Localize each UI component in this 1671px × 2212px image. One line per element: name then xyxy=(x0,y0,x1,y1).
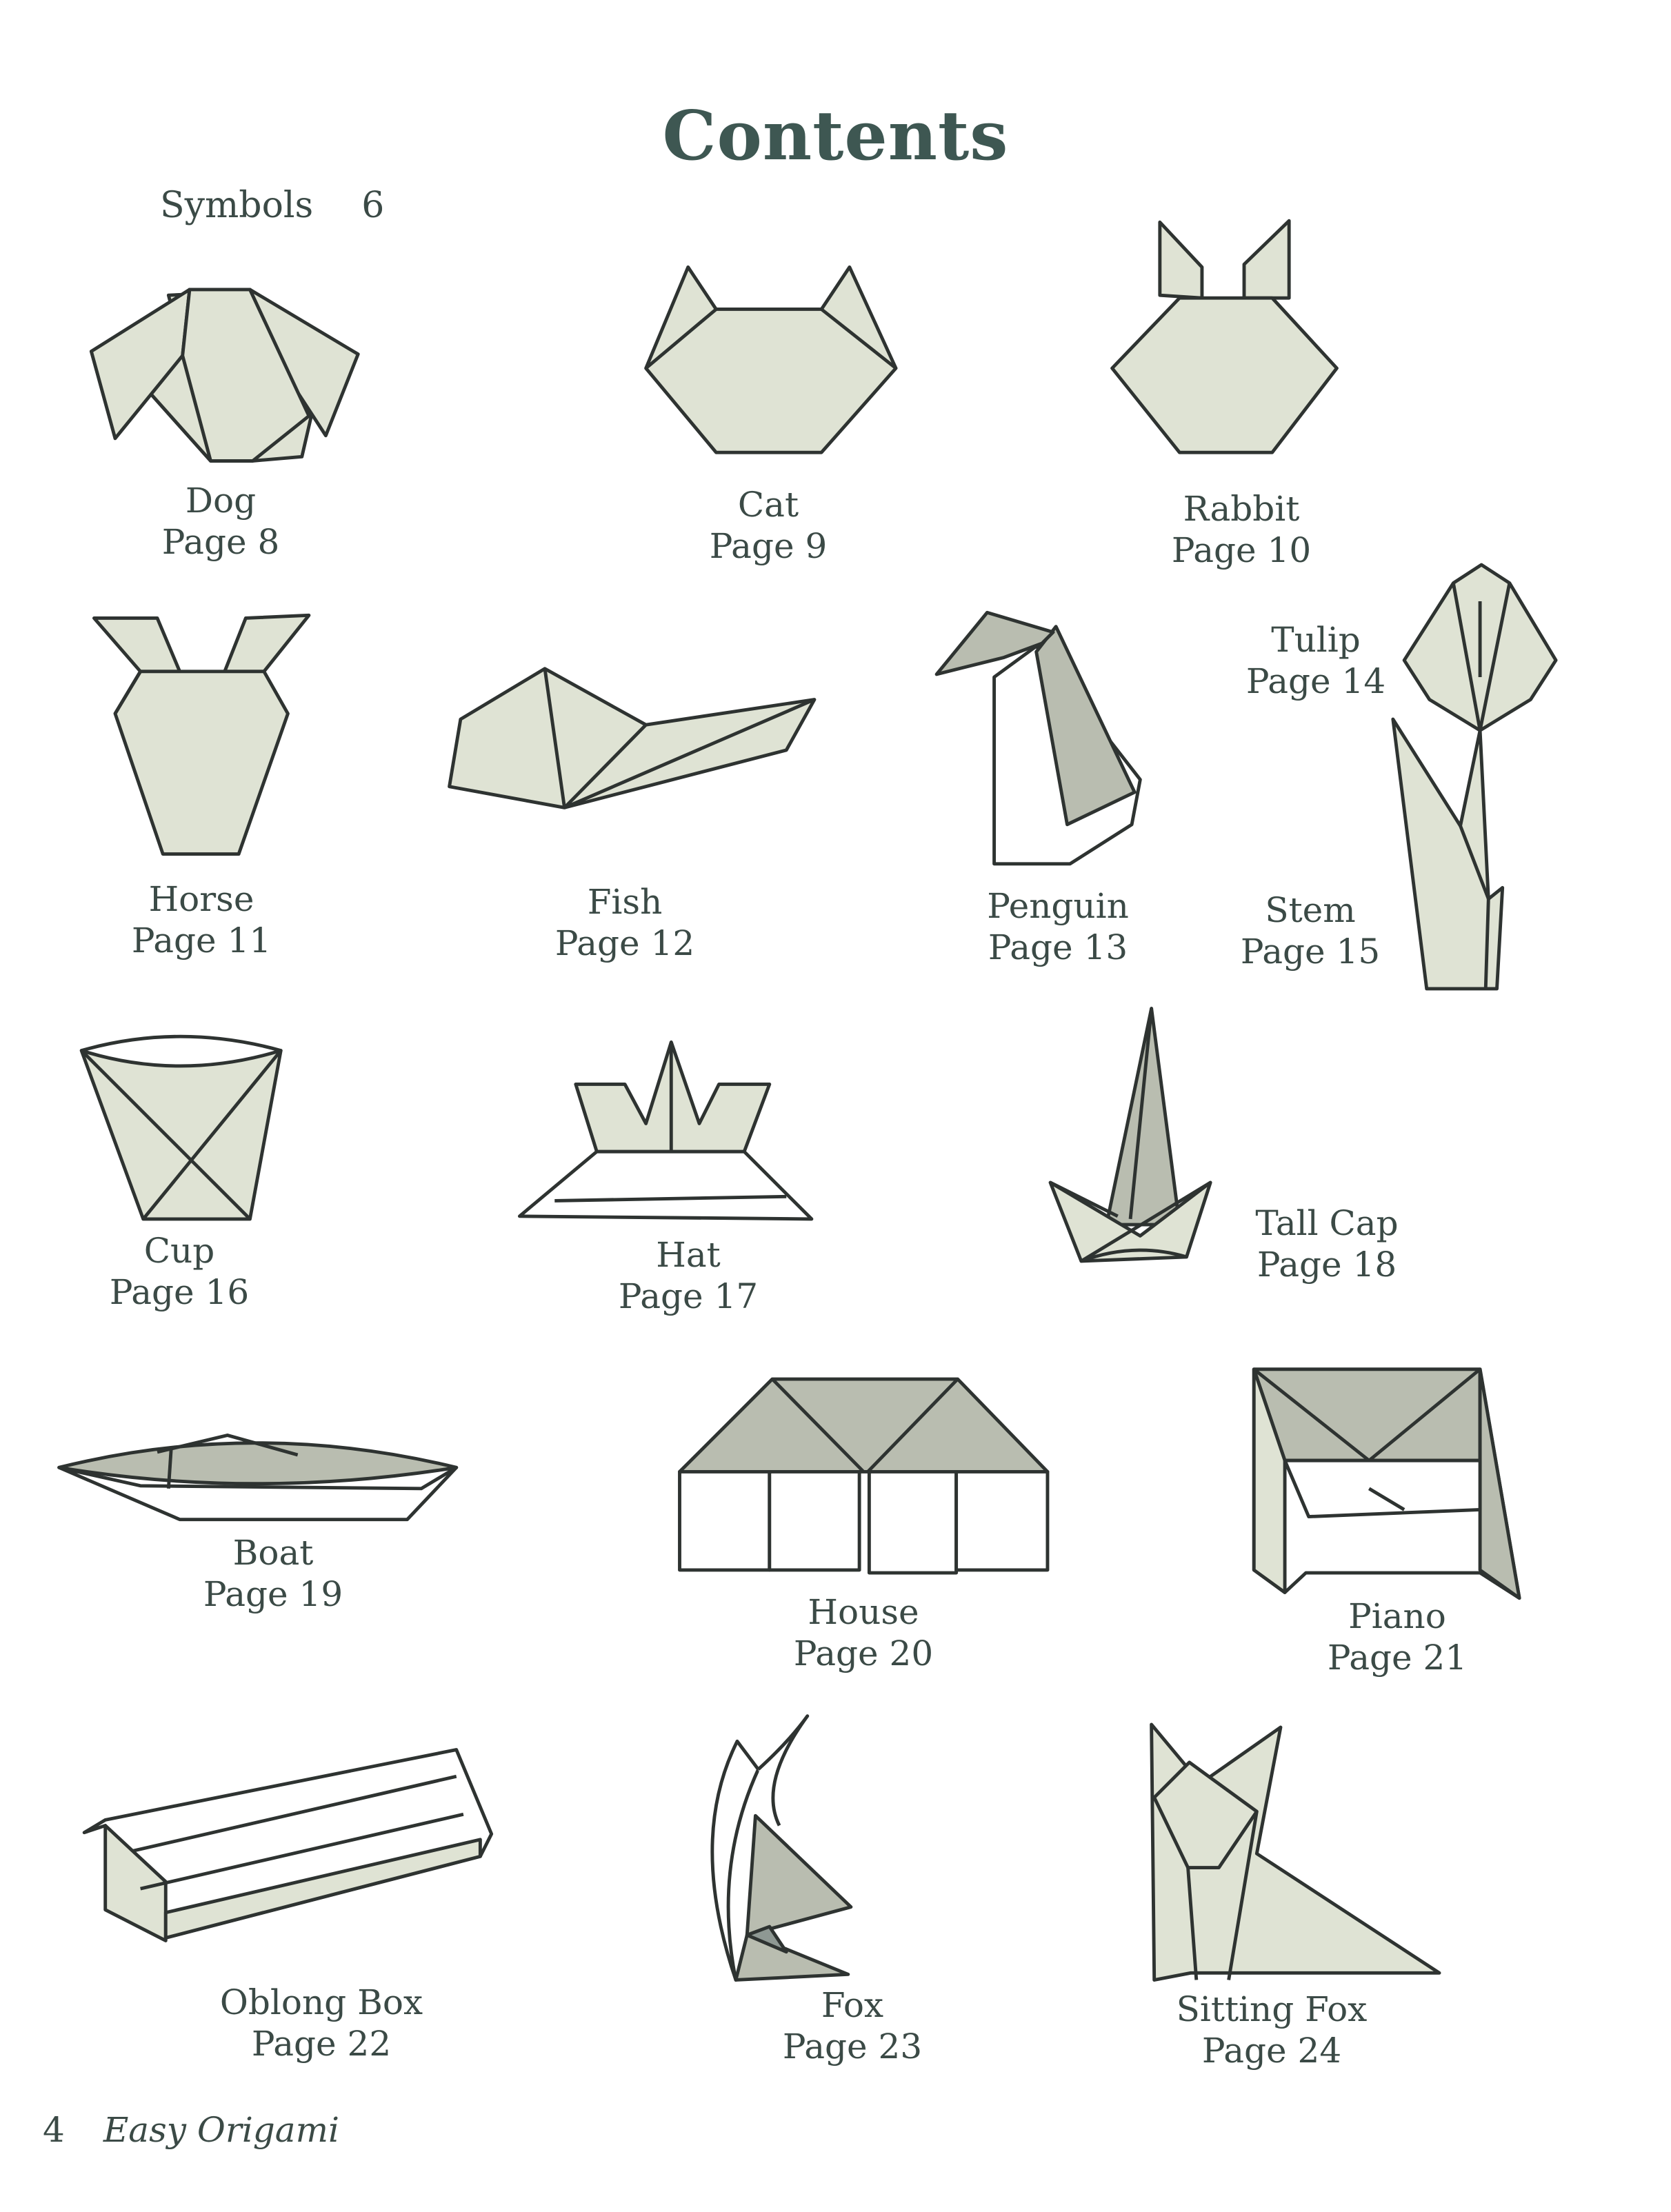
oblong-box-icon xyxy=(82,1748,494,1942)
item-name: Tulip xyxy=(1271,620,1361,660)
symbols-entry[interactable]: Symbols 6 xyxy=(160,185,384,226)
contents-item-tall-cap[interactable]: Tall Cap Page 18 xyxy=(1255,1203,1398,1285)
item-page: Page 22 xyxy=(251,2024,392,2064)
item-page: Page 19 xyxy=(203,1574,343,1614)
cat-icon xyxy=(644,265,898,454)
symbols-page: 6 xyxy=(361,185,385,226)
contents-item-penguin[interactable]: Penguin Page 13 xyxy=(987,885,1129,968)
item-name: Boat xyxy=(232,1533,314,1573)
item-page: Page 18 xyxy=(1257,1245,1397,1285)
item-page: Page 14 xyxy=(1245,661,1386,701)
item-name: Oblong Box xyxy=(219,1982,423,2022)
piano-icon xyxy=(1252,1367,1521,1600)
page-footer: 4 Easy Origami xyxy=(43,2110,339,2150)
contents-item-tulip[interactable]: Tulip Page 14 xyxy=(1246,619,1385,702)
hat-icon xyxy=(517,1040,814,1221)
item-page: Page 17 xyxy=(618,1276,759,1316)
item-page: Page 16 xyxy=(109,1272,250,1312)
item-page: Page 24 xyxy=(1201,2031,1342,2071)
item-name: Rabbit xyxy=(1183,489,1300,529)
stem-icon xyxy=(1391,717,1505,991)
horse-icon xyxy=(92,613,311,856)
contents-item-fox[interactable]: Fox Page 23 xyxy=(783,1984,922,2067)
item-name: Cup xyxy=(143,1231,215,1271)
item-name: Dog xyxy=(185,481,257,521)
contents-item-cup[interactable]: Cup Page 16 xyxy=(110,1230,249,1313)
footer-book-title: Easy Origami xyxy=(103,2110,340,2150)
contents-item-cat[interactable]: Cat Page 9 xyxy=(710,484,828,567)
item-name: Penguin xyxy=(987,886,1129,926)
item-name: Sitting Fox xyxy=(1176,1989,1368,2029)
fox-icon xyxy=(710,1714,853,1982)
penguin-icon xyxy=(934,610,1142,866)
dog-icon xyxy=(89,288,360,463)
item-page: Page 8 xyxy=(161,522,280,562)
contents-item-dog[interactable]: Dog Page 8 xyxy=(162,480,280,563)
contents-item-oblong-box[interactable]: Oblong Box Page 22 xyxy=(220,1982,423,2064)
symbols-label: Symbols xyxy=(160,185,314,226)
footer-page-number: 4 xyxy=(43,2110,65,2150)
boat-icon xyxy=(57,1434,459,1522)
item-page: Page 23 xyxy=(782,2027,923,2067)
contents-item-rabbit[interactable]: Rabbit Page 10 xyxy=(1172,488,1311,571)
item-name: House xyxy=(808,1592,919,1632)
item-name: Stem xyxy=(1265,890,1356,930)
item-page: Page 10 xyxy=(1171,530,1312,570)
contents-item-fish[interactable]: Fish Page 12 xyxy=(555,881,694,964)
contents-item-house[interactable]: House Page 20 xyxy=(794,1591,933,1674)
item-page: Page 12 xyxy=(554,923,695,963)
fish-icon xyxy=(448,667,817,810)
item-page: Page 13 xyxy=(988,927,1128,967)
item-page: Page 20 xyxy=(793,1633,934,1673)
page-title: Contents xyxy=(662,97,1009,176)
item-page: Page 15 xyxy=(1240,932,1381,972)
item-name: Horse xyxy=(148,879,254,919)
house-icon xyxy=(678,1377,1050,1575)
item-name: Fox xyxy=(821,1985,884,2025)
item-page: Page 21 xyxy=(1327,1638,1468,1678)
tulip-icon xyxy=(1402,563,1558,732)
contents-item-hat[interactable]: Hat Page 17 xyxy=(619,1234,758,1317)
item-name: Fish xyxy=(587,882,663,922)
contents-item-horse[interactable]: Horse Page 11 xyxy=(132,878,271,961)
item-page: Page 11 xyxy=(131,921,272,961)
cup-icon xyxy=(79,1034,283,1221)
rabbit-icon xyxy=(1110,219,1339,454)
sitting-fox-icon xyxy=(1150,1722,1441,1982)
contents-item-sitting-fox[interactable]: Sitting Fox Page 24 xyxy=(1177,1989,1368,2071)
item-name: Tall Cap xyxy=(1255,1203,1399,1243)
item-name: Piano xyxy=(1348,1596,1446,1636)
contents-item-stem[interactable]: Stem Page 15 xyxy=(1241,889,1380,972)
item-name: Cat xyxy=(737,485,799,525)
contents-item-piano[interactable]: Piano Page 21 xyxy=(1328,1596,1467,1678)
contents-item-boat[interactable]: Boat Page 19 xyxy=(203,1532,343,1615)
item-name: Hat xyxy=(656,1235,721,1275)
item-page: Page 9 xyxy=(709,526,828,566)
tall-cap-icon xyxy=(1048,1007,1212,1263)
